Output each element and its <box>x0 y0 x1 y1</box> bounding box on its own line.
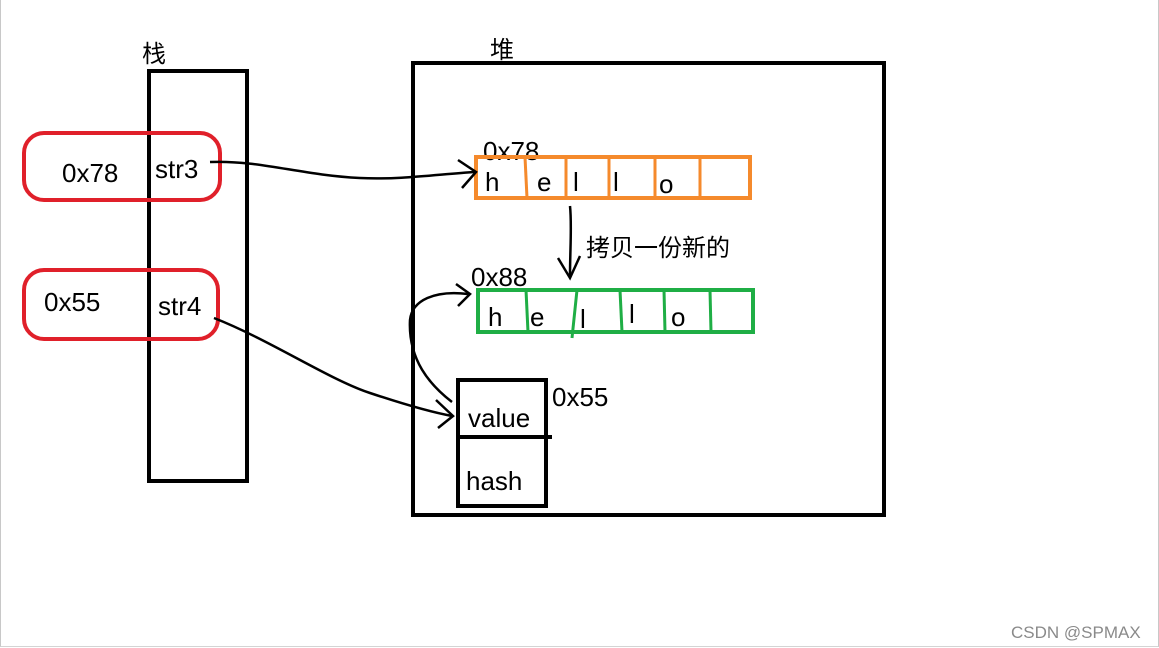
copied-array-char-2: l <box>580 304 586 334</box>
original-array-char-4: o <box>659 169 673 199</box>
original-array-address: 0x78 <box>483 136 539 166</box>
copied-array-char-0: h <box>488 302 502 332</box>
string-object-address: 0x55 <box>552 382 608 412</box>
value-pointer-arrow <box>408 291 469 403</box>
stack-var-str4-outline <box>22 268 220 341</box>
original-array-char-2: l <box>573 167 579 197</box>
original-array-char-1: e <box>537 167 551 197</box>
copied-array-address: 0x88 <box>471 262 527 292</box>
heap-box <box>411 61 886 517</box>
string-object-field-value: value <box>468 403 530 433</box>
copy-note: 拷贝一份新的 <box>586 234 730 262</box>
copied-array-box <box>476 288 755 334</box>
original-array-dividers <box>523 156 702 199</box>
copy-arrow-head <box>556 255 582 281</box>
str4-pointer-arrowhead <box>435 399 455 429</box>
copied-array-char-3: l <box>629 299 635 329</box>
str4-pointer-arrow <box>213 316 453 418</box>
original-array-box <box>474 155 752 200</box>
copied-array-char-1: e <box>530 302 544 332</box>
copied-array-char-4: o <box>671 302 685 332</box>
stack-var-str3-name: str3 <box>155 154 198 184</box>
copy-arrow-line <box>568 205 573 277</box>
stack-box <box>147 69 249 483</box>
stack-label: 栈 <box>142 40 166 68</box>
original-array-char-0: h <box>485 167 499 197</box>
stack-var-str3-outline <box>22 131 222 202</box>
stack-var-str3-value: 0x78 <box>62 158 118 188</box>
value-pointer-arrowhead <box>455 282 472 307</box>
copied-array-dividers <box>524 289 713 339</box>
stack-var-str4-value: 0x55 <box>44 287 100 317</box>
str3-pointer-arrow <box>209 160 476 180</box>
heap-label: 堆 <box>490 36 514 64</box>
stack-var-str4-name: str4 <box>158 291 201 321</box>
str3-pointer-arrowhead <box>457 158 478 189</box>
watermark: CSDN @SPMAX <box>1011 623 1141 642</box>
string-object-box <box>456 378 548 508</box>
original-array-char-3: l <box>613 167 619 197</box>
string-object-field-hash: hash <box>466 466 522 496</box>
